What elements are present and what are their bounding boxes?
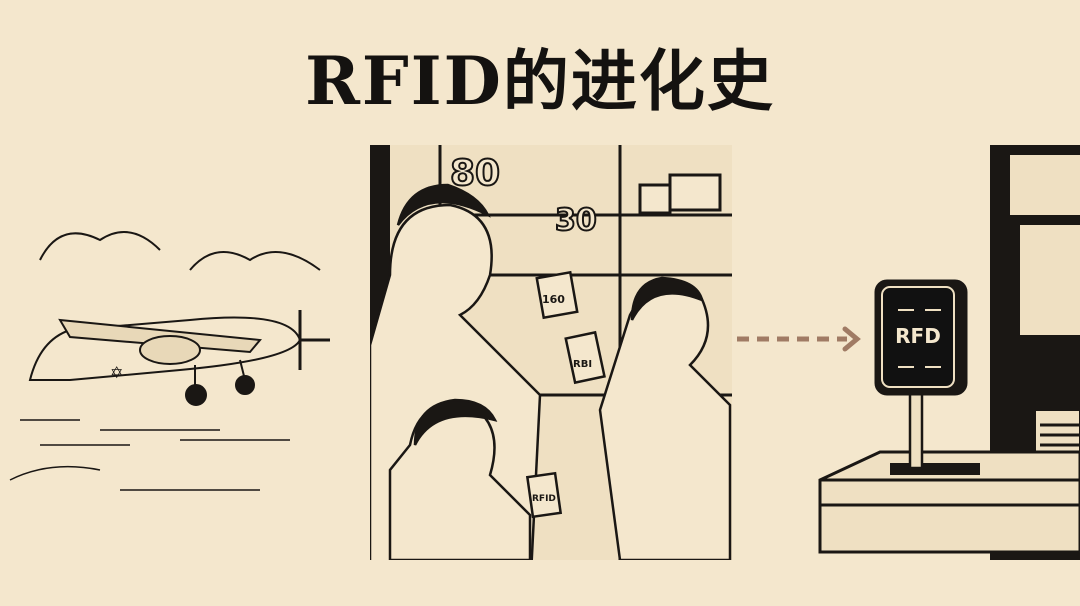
arrow-icon — [737, 326, 861, 352]
tag-label: RBI — [573, 359, 592, 370]
cloud — [189, 251, 321, 271]
tag-label: 160 — [542, 293, 565, 306]
tag-label: RFID — [532, 494, 556, 504]
page-title: RFID的进化史 — [305, 42, 775, 120]
shelf-label: 30 — [555, 203, 597, 238]
rfid-reader-illustration — [818, 145, 1080, 560]
svg-text:✡: ✡ — [110, 363, 123, 382]
cloud — [39, 231, 161, 261]
workers-scene-illustration: 80 30 160 RBI RFID — [370, 145, 732, 560]
reader-label: RFD — [895, 324, 941, 348]
airplane-illustration: ✡ — [9, 231, 330, 491]
